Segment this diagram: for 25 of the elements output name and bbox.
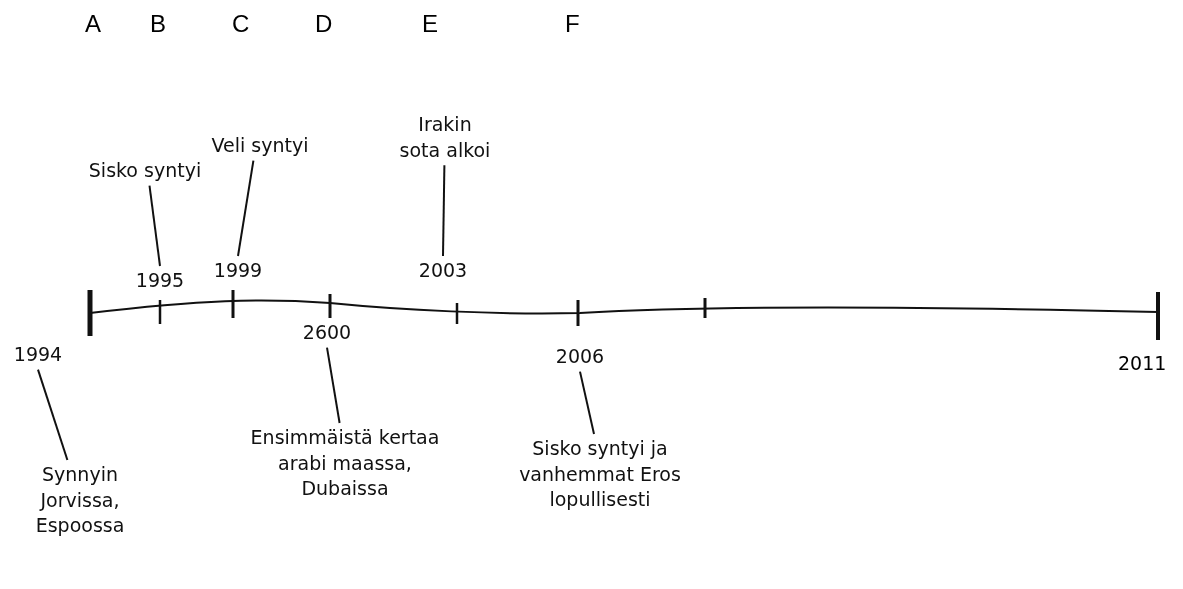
handwritten-note: 1995 [130,268,190,294]
handwritten-note: Sisko syntyi [85,158,205,184]
leader-line [37,368,69,461]
leader-line [237,159,255,257]
column-letter: F [565,10,580,38]
leader-line [442,164,446,257]
column-letter: E [422,10,438,38]
handwritten-note: Sisko syntyi ja vanhemmat Eros lopullisesti [500,436,700,513]
handwritten-note: 2003 [408,258,478,284]
handwritten-note: Ensimmäistä kertaa arabi maassa, Dubaissa [235,425,455,502]
column-letter: A [85,10,101,38]
leader-line [579,370,595,435]
column-letter: C [232,10,250,38]
column-letter: B [150,10,166,38]
year-label: 2011 [1118,352,1167,374]
handwritten-note: Irakin sota alkoi [395,112,495,164]
handwritten-note: Veli syntyi [205,133,315,159]
handwritten-note: 2006 [545,344,615,370]
handwritten-note: 1999 [208,258,268,284]
handwritten-note: Synnyin Jorvissa, Espoossa [10,462,150,539]
leader-line [326,346,341,424]
column-letter: D [315,10,333,38]
handwritten-note: 1994 [8,342,68,368]
leader-line [148,184,161,267]
handwritten-note: 2600 [292,320,362,346]
